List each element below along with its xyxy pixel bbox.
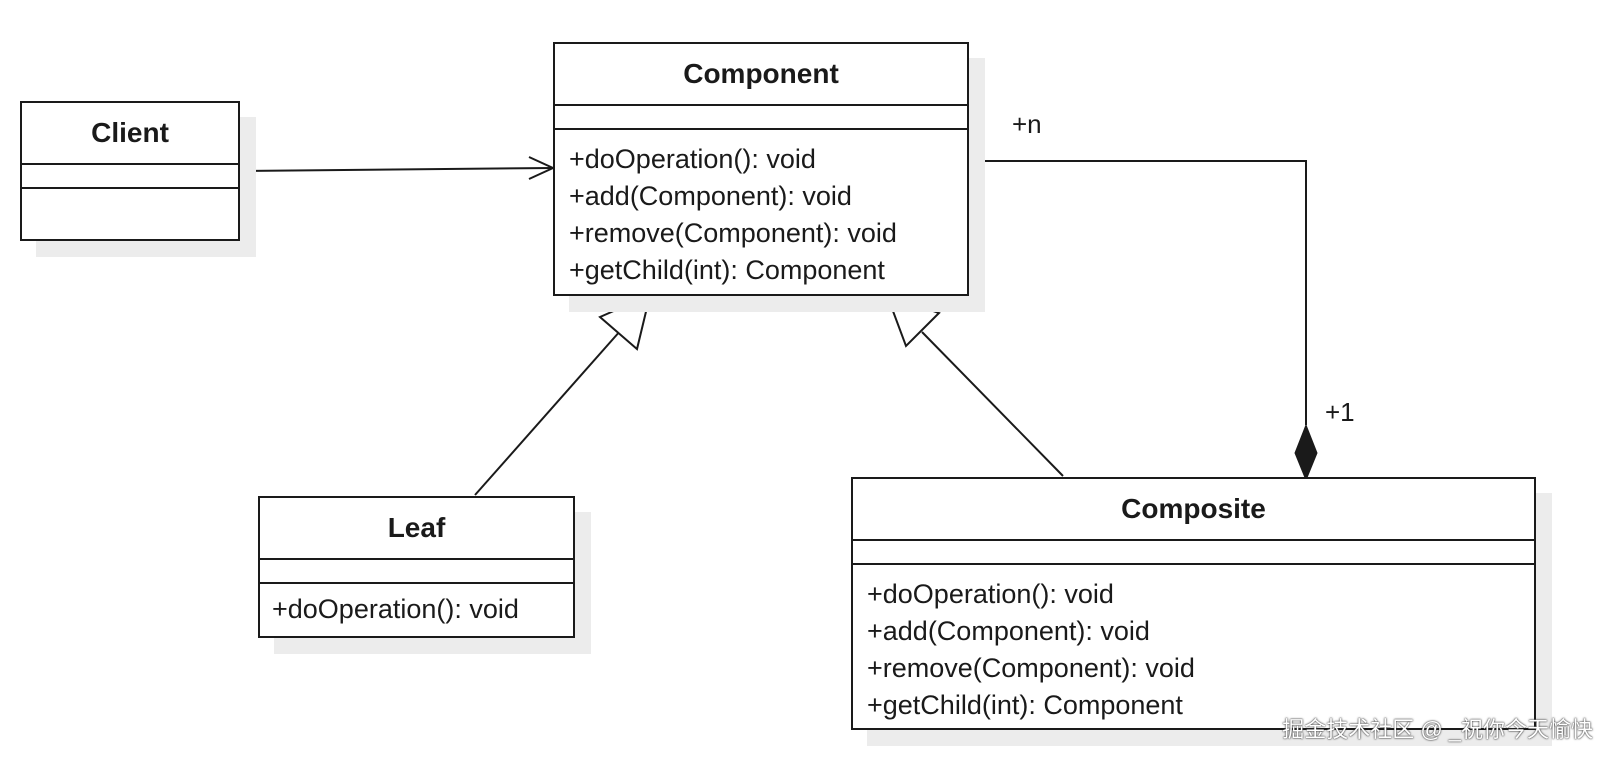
class-operations: +doOperation(): void <box>260 584 573 628</box>
class-attributes <box>555 106 967 130</box>
operation: +doOperation(): void <box>272 594 519 624</box>
class-attributes <box>22 165 238 189</box>
generalization-composite <box>921 331 1064 477</box>
class-leaf[interactable]: Leaf +doOperation(): void <box>258 496 575 638</box>
operation: +getChild(int): Component <box>569 255 885 285</box>
class-attributes <box>260 560 573 584</box>
operation: +getChild(int): Component <box>867 690 1183 720</box>
operation: +doOperation(): void <box>569 144 816 174</box>
composition-diamond <box>1294 423 1318 482</box>
class-composite[interactable]: Composite +doOperation(): void +add(Comp… <box>851 477 1536 730</box>
operation: +add(Component): void <box>867 616 1150 646</box>
association-client-component <box>239 167 554 172</box>
composition-line <box>969 160 1307 425</box>
class-client[interactable]: Client <box>20 101 240 241</box>
watermark: 掘金技术社区 @ _祝你今天愉快 <box>1282 717 1593 742</box>
operation: +remove(Component): void <box>867 653 1195 683</box>
class-attributes <box>853 541 1534 565</box>
generalization-triangle-composite <box>885 293 941 348</box>
operation: +doOperation(): void <box>867 579 1114 609</box>
operation: +add(Component): void <box>569 181 852 211</box>
class-operations: +doOperation(): void +add(Component): vo… <box>853 565 1534 724</box>
multiplicity-composite-end: +1 <box>1325 397 1355 427</box>
class-name: Component <box>555 44 967 106</box>
class-operations: +doOperation(): void +add(Component): vo… <box>555 130 967 289</box>
operation: +remove(Component): void <box>569 218 897 248</box>
class-component[interactable]: Component +doOperation(): void +add(Comp… <box>553 42 969 296</box>
generalization-leaf <box>474 329 622 496</box>
generalization-triangle-leaf <box>598 293 652 351</box>
multiplicity-component-end: +n <box>1012 109 1042 139</box>
class-name: Client <box>22 103 238 165</box>
class-name: Composite <box>853 479 1534 541</box>
class-name: Leaf <box>260 498 573 560</box>
